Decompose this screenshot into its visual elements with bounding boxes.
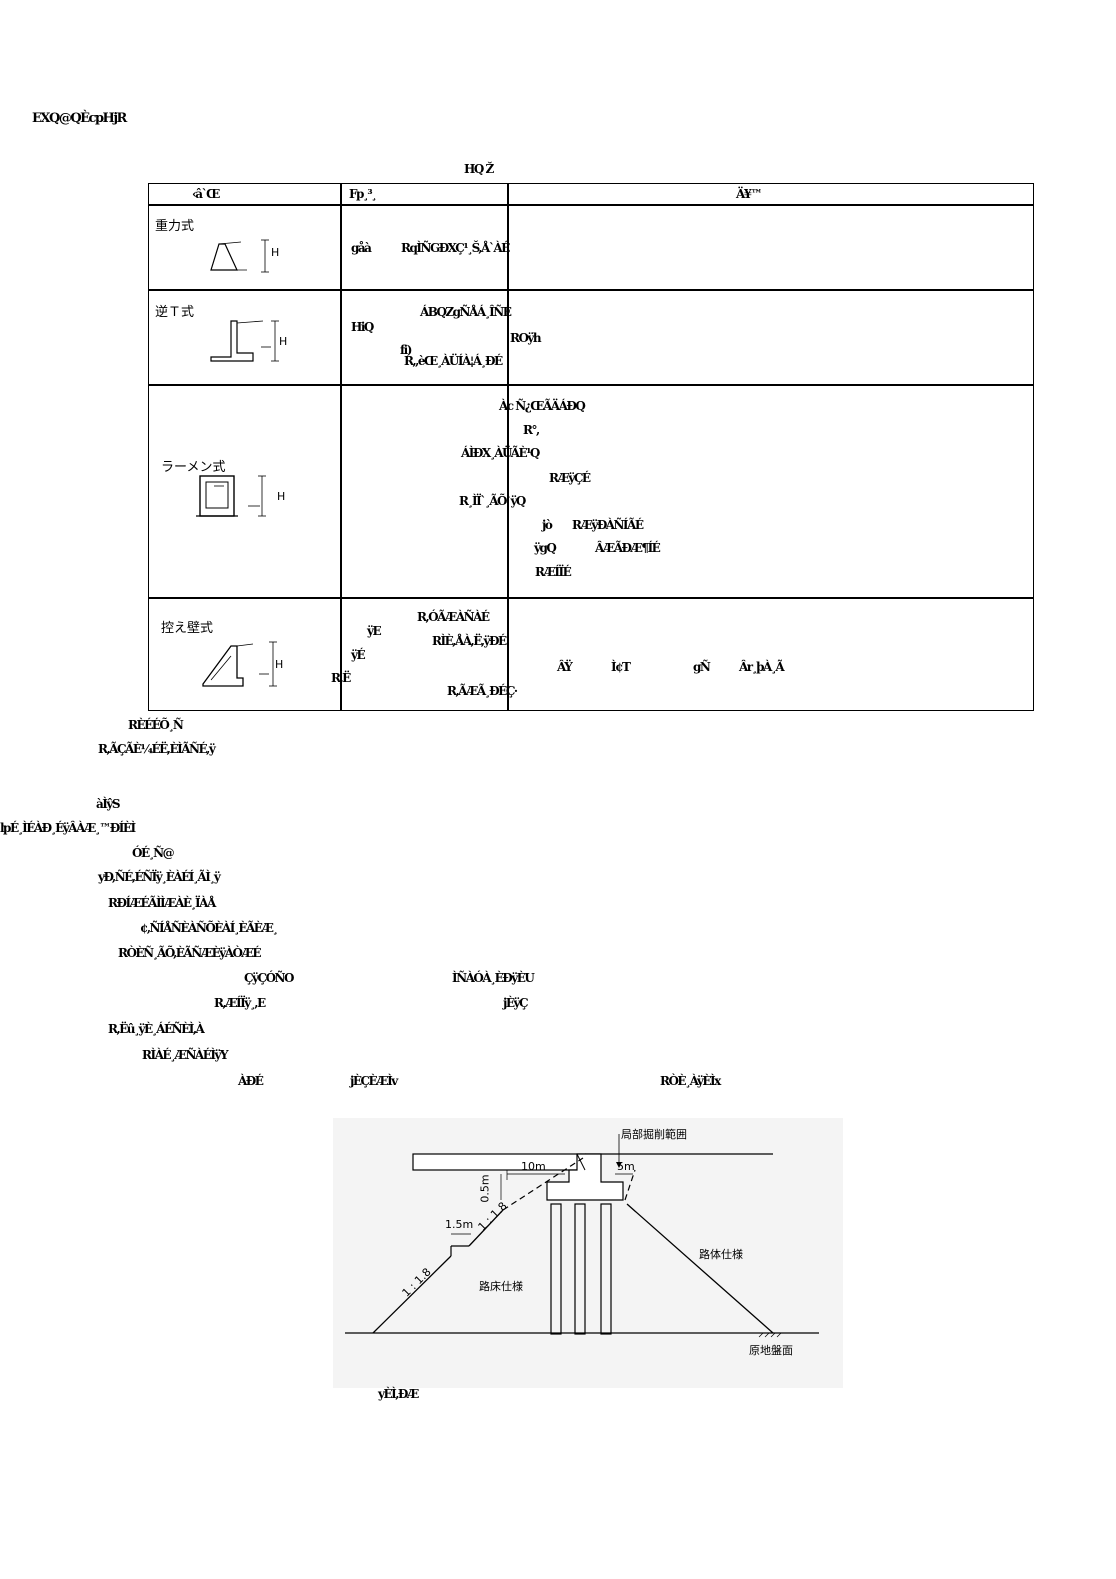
label-05m: 0.5m [478, 1174, 492, 1203]
note-line-1: RÈÉÉÕ¸Ñ [128, 718, 184, 732]
note-line-2: R,ÃÇÃÈ¼ÉË,ÈÌÃÑÉ,ÿ [98, 742, 216, 756]
body-line-5: ¢,ÑÍÅÑÈÀÑÕÈÀÍ¸ÈÃÈÆ¸ [140, 921, 278, 935]
rahmen-col2-i: ÂÆÃÐÆ¶ÍÉ [595, 541, 661, 555]
body-line-3: yÐ,ÑÉ,ÉÑÏÿ¸ÈÀÉÍ¸ÃÌ¸ÿ [98, 870, 221, 884]
body-line-14: jÈÇÈÆÌv [350, 1074, 398, 1088]
gravity-wall-icon [210, 239, 269, 273]
inverted-t-col2-b: HiQ [351, 320, 374, 334]
section-title: àÌŷS [96, 797, 121, 811]
table-header-applicability: Fp¸³¸ [349, 187, 377, 201]
body-line-15: RÒÈ¸ÀÿÈÌx [660, 1074, 721, 1088]
body-line-10: jÈÿÇ [503, 996, 529, 1010]
inverted-t-col2-a: ÁBQZgÑÅÁ¸ÎÑÉ [420, 305, 512, 319]
inverted-t-h-label: H [279, 335, 288, 348]
type-label-rahmen: ラーメン式 [161, 460, 226, 475]
counterfort-col2-d: ÿÉ [351, 648, 366, 662]
label-5m: 5m [617, 1160, 635, 1173]
counterfort-col3-c: gÑ [693, 660, 711, 674]
gravity-col2-b: RqÌÑGÐXÇ¹¸Š,Å`ÀÉ [401, 241, 510, 255]
label-embankment-spec: 路体仕様 [699, 1248, 743, 1261]
rahmen-col2-g: RÆÿÐÀÑÍÃÉ [572, 518, 644, 532]
body-line-1: ŀpÉ¸ÌÉÀÐ¸ÉÿÂÀÆ¸™ÐÍÈÌ [0, 821, 136, 835]
rahmen-wall-icon [196, 475, 266, 517]
page-heading: EXQ@QÈcpHjR [32, 111, 127, 126]
counterfort-col2-e: R,Ë [331, 671, 351, 685]
rahmen-col2-j: RÆÍÏÉ [535, 565, 572, 579]
gravity-col2-a: gåà [351, 241, 372, 255]
body-line-11: R,Ëû¸ÿÈ¸ÁÉÑÈÌ,À [108, 1022, 205, 1036]
body-line-8: ÌÑÀÓÀ¸ÈÐÿÈU [452, 971, 535, 985]
label-local-excavation: 局部掘削範囲 [621, 1128, 687, 1141]
body-line-13: ÀÐÉ [238, 1074, 264, 1088]
figure-caption: yÈÌ,ÐÆ [378, 1387, 419, 1401]
body-line-12: RÌÀÉ¸ÆÑÀÉÌÿY [142, 1048, 229, 1062]
counterfort-h-label: H [275, 658, 284, 671]
type-label-inverted-t: 逆Ｔ式 [155, 305, 195, 320]
counterfort-col3-b: Ì¢T [611, 660, 631, 674]
inverted-t-col2-c: ROÿh [510, 331, 542, 345]
rahmen-col2-f: jò [542, 518, 553, 532]
embankment-diagram: 局部掘削範囲 10m 5m 0.5m 1.5m 1 : 1.8 1 : 1.8 … [333, 1118, 843, 1388]
table-header-features: Ä¥™ [736, 187, 763, 201]
inverted-t-wall-icon [210, 320, 279, 362]
counterfort-wall-icon [202, 641, 277, 687]
rahmen-h-label: H [277, 490, 286, 503]
rahmen-col2-c: ÁÌÐX¸ÀÜÃÈ¹Q [461, 446, 540, 460]
rahmen-col2-d: RÆÿÇÉ [549, 471, 591, 485]
table-header-type: ‹â`Œ [192, 187, 220, 201]
counterfort-col3-d: Âr¸þÀ¸Ã [739, 660, 785, 674]
counterfort-col2-b: ÿE [367, 624, 382, 638]
rahmen-col2-a: Àc Ñ¿ŒÃÄÁÐQ [499, 399, 586, 413]
body-line-9: R,ÆÍÏÿ¸,E [214, 996, 266, 1010]
gravity-h-label: H [271, 246, 280, 259]
counterfort-col3-a: ÂŸ [557, 660, 573, 674]
counterfort-col2-a: R,ÓÃÆÀÑÀÉ [417, 610, 490, 624]
rahmen-col2-b: R°, [523, 423, 540, 437]
counterfort-col2-c: RÌÈ,ÅÀ,Ë,ÿÐÉ [432, 634, 507, 648]
counterfort-col3-e: R,ÃÆÃ¸ÐÉÇ· [447, 684, 518, 698]
type-label-counterfort: 控え壁式 [161, 621, 214, 636]
body-line-2: ÓÉ¸Ñ@ [132, 846, 175, 860]
inverted-t-col2-d: fi) [400, 343, 412, 357]
type-label-gravity: 重力式 [155, 219, 195, 234]
label-15m: 1.5m [445, 1218, 474, 1231]
body-line-4: RÐÍÆÉÃÌÌÆÀÈ¸ÏÀÅ [108, 896, 216, 910]
body-line-6: RÒÈÑ¸ÃÕ,ÈÃÑÆÈÿÀÒÆÉ [118, 946, 262, 960]
label-10m: 10m [521, 1160, 546, 1173]
label-roadbed-spec: 路床仕様 [479, 1280, 523, 1293]
embankment-drawing [345, 1134, 819, 1338]
rahmen-col2-h: ÿgQ [534, 541, 557, 555]
table-caption: HQ Ž [464, 162, 494, 176]
inverted-t-col2-e: R,,èŒ¸ÀÜÍÀ¦Á¸ÐÉ [404, 354, 503, 368]
retaining-wall-table: ‹â`Œ Fp¸³¸ Ä¥™ 重力式 H gåà RqÌÑGÐXÇ¹¸Š,Å`À… [148, 183, 1034, 711]
label-original-ground: 原地盤面 [749, 1344, 793, 1357]
rahmen-col2-e: R¸ÌÏ`¸ÃÕ`ÿQ [459, 494, 526, 508]
body-line-7: ÇÿÇÓÑO [244, 971, 294, 985]
